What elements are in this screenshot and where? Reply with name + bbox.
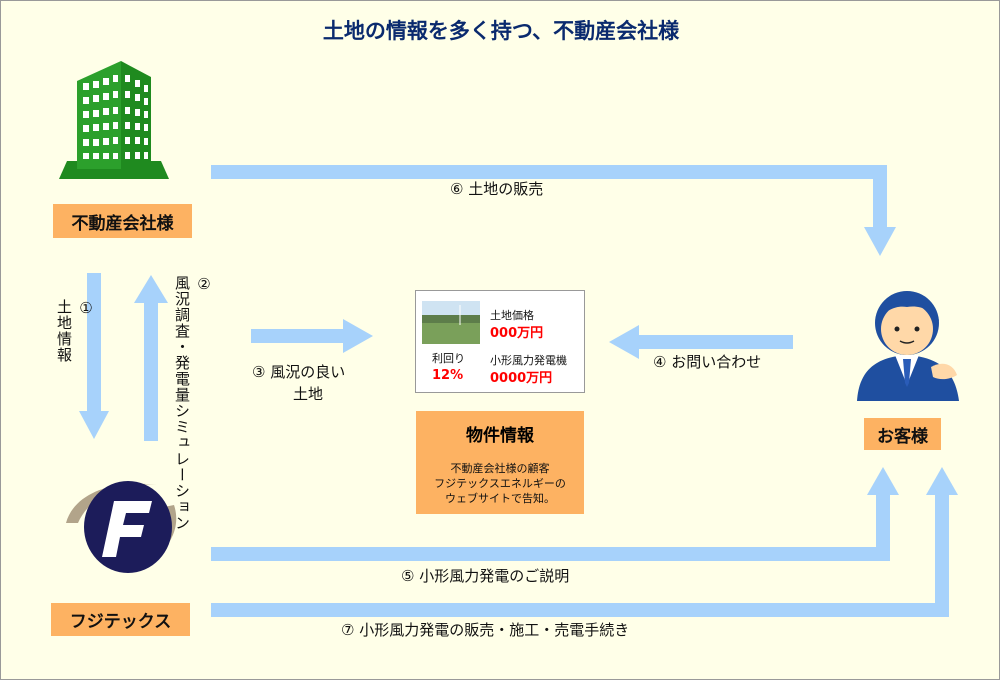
- step1-label: ① 土地情報: [53, 299, 97, 363]
- arrow-sales-construction: [211, 467, 958, 617]
- arrow-down-land-info: [79, 273, 109, 439]
- land-price-value: 000万円: [490, 326, 544, 341]
- arrow-land-sale: [211, 165, 896, 256]
- property-info-line3: ウェブサイトで告知。: [445, 492, 555, 505]
- step2-text: ② 風況調査・発電量シミュレーション: [173, 275, 213, 531]
- step5-label: ⑤ 小形風力発電のご説明: [401, 567, 570, 585]
- diagram-title: 土地の情報を多く持つ、不動産会社様: [322, 19, 680, 43]
- step4-label: ④ お問い合わせ: [653, 353, 762, 371]
- step6-label: ⑥ 土地の販売: [450, 180, 544, 198]
- step2-label: ② 風況調査・発電量シミュレーション: [171, 275, 215, 531]
- turbine-value: 0000万円: [490, 371, 553, 386]
- realestate-label: 不動産会社様: [53, 204, 192, 238]
- property-card: 土地価格 000万円 利回り 12% 小形風力発電機 0000万円: [415, 290, 585, 393]
- property-info-box: 物件情報 不動産会社様の顧客 フジテックスエネルギーの ウェブサイトで告知。: [416, 411, 584, 514]
- turbine-label: 小形風力発電機: [490, 354, 567, 367]
- property-info-heading: 物件情報: [466, 426, 534, 446]
- step1-text: ① 土地情報: [55, 299, 95, 363]
- step3-line2: 土地: [293, 385, 324, 403]
- customer-person-icon: [857, 291, 959, 401]
- step7-label: ⑦ 小形風力発電の販売・施工・売電手続き: [341, 621, 630, 639]
- arrow-explanation: [211, 467, 899, 561]
- arrow-up-wind-survey: [134, 275, 168, 441]
- step3-line1: ③ 風況の良い: [252, 363, 346, 381]
- customer-label: お客様: [864, 418, 941, 450]
- yield-label: 利回り: [432, 352, 465, 365]
- land-price-label: 土地価格: [490, 309, 534, 322]
- building-icon: [59, 61, 169, 179]
- fujitex-label: フジテックス: [51, 603, 190, 636]
- property-info-line1: 不動産会社様の顧客: [450, 462, 550, 475]
- property-info-line2: フジテックスエネルギーの: [434, 477, 566, 490]
- arrow-right-good-land: [251, 319, 373, 353]
- fujitex-logo: [66, 481, 177, 573]
- yield-value: 12%: [432, 368, 464, 383]
- arrow-left-inquiry: [609, 325, 793, 359]
- landscape-photo: [422, 301, 480, 344]
- property-info-description: 不動産会社様の顧客 フジテックスエネルギーの ウェブサイトで告知。: [416, 461, 584, 506]
